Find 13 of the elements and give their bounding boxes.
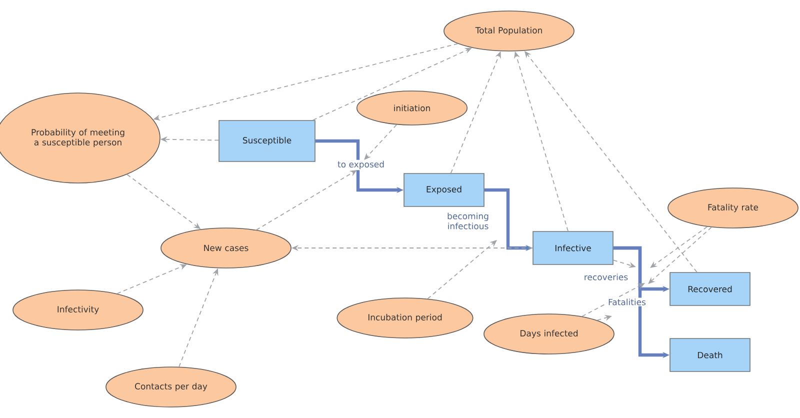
edge-label: Fatalities (607, 298, 647, 306)
edge-label: becoming infectious (442, 212, 494, 230)
stock-box: Recovered (670, 272, 750, 306)
link-arrow (364, 124, 398, 160)
stock-box: Susceptible (218, 120, 316, 162)
stock-box: Infective (532, 231, 614, 265)
link-arrow (650, 226, 708, 268)
edge-label: to exposed (336, 160, 386, 170)
edge-label: recoveries (582, 272, 630, 282)
link-arrow (427, 240, 497, 300)
link-arrow (648, 226, 712, 284)
stock-box: Death (670, 338, 750, 372)
stock-box: Exposed (404, 173, 484, 207)
